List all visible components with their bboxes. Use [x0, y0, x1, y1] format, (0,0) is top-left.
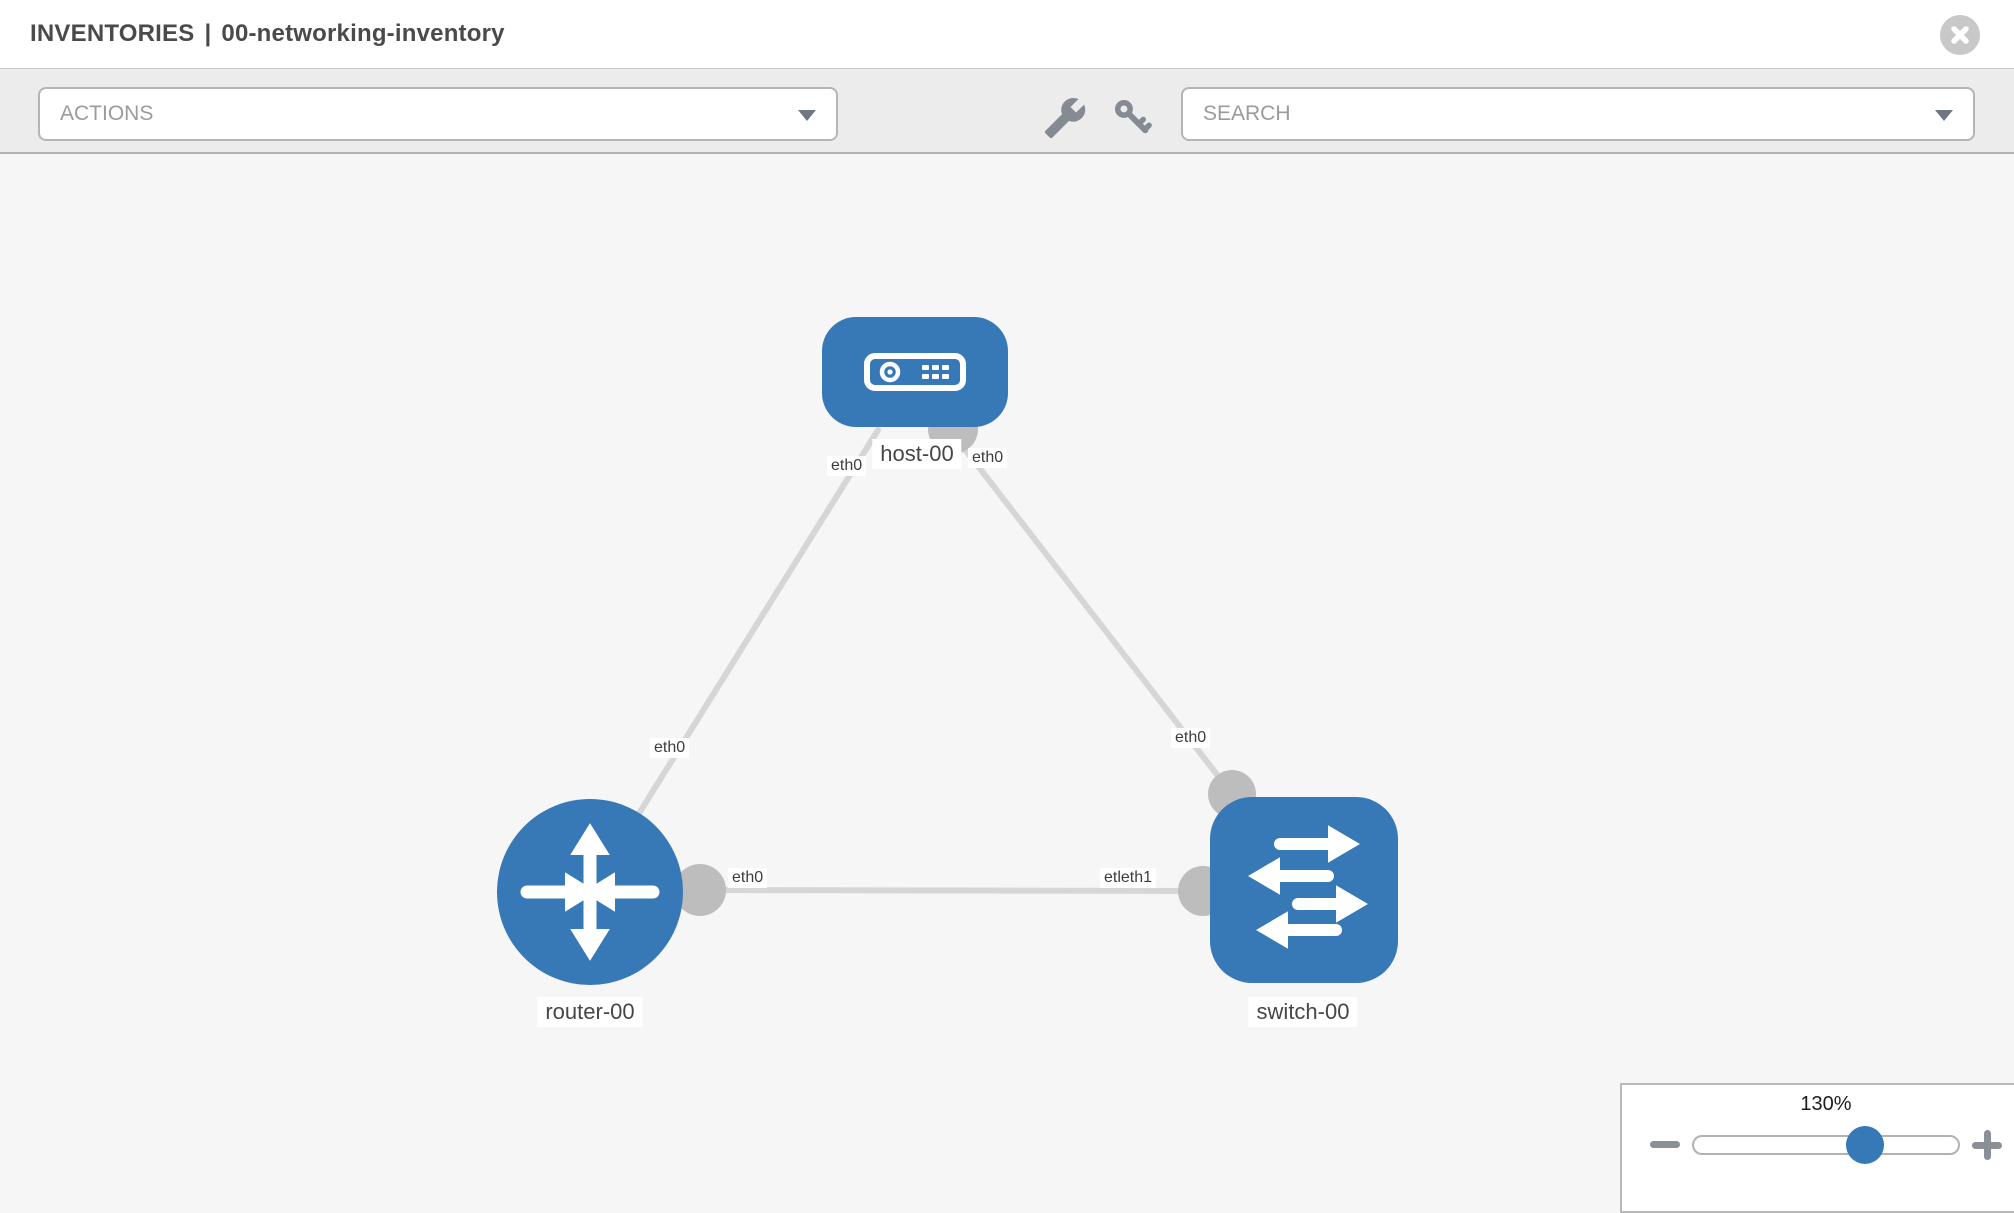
page-header: INVENTORIES | 00-networking-inventory [0, 0, 2014, 68]
close-button[interactable] [1940, 15, 1980, 55]
key-icon[interactable] [1111, 96, 1155, 140]
actions-dropdown[interactable]: ACTIONS [38, 87, 838, 141]
node-switch-00[interactable] [1210, 797, 1398, 983]
switch-arrows-icon [1248, 825, 1368, 949]
close-icon [1951, 26, 1969, 44]
node-label-router: router-00 [537, 997, 643, 1027]
zoom-slider-thumb[interactable] [1846, 1126, 1884, 1164]
server-icon [864, 353, 966, 391]
inventory-name: 00-networking-inventory [221, 20, 505, 47]
minus-icon[interactable] [1650, 1141, 1680, 1148]
search-dropdown-label: SEARCH [1203, 102, 1291, 125]
node-host-00[interactable] [822, 317, 1008, 427]
interface-label: eth0 [1171, 728, 1211, 748]
chevron-down-icon [798, 110, 816, 121]
interface-label: eth0 [650, 738, 690, 758]
breadcrumb-section: INVENTORIES [30, 20, 195, 47]
node-label-host: host-00 [872, 439, 962, 469]
plus-icon[interactable] [1970, 1128, 2004, 1162]
zoom-control-panel: 130% [1620, 1083, 2014, 1213]
breadcrumb-separator: | [204, 20, 212, 47]
interface-label: eth0 [728, 868, 768, 888]
node-label-switch: switch-00 [1248, 997, 1358, 1027]
page-title: INVENTORIES | 00-networking-inventory [30, 0, 505, 68]
router-arrows-icon [520, 823, 660, 961]
toolbar: ACTIONS SEARCH [0, 68, 2014, 154]
node-router-00[interactable] [497, 799, 683, 985]
zoom-slider-track[interactable] [1692, 1135, 1960, 1155]
actions-dropdown-label: ACTIONS [60, 102, 154, 125]
link-router-switch [697, 887, 1206, 894]
search-dropdown[interactable]: SEARCH [1181, 87, 1975, 141]
chevron-down-icon [1935, 110, 1953, 121]
interface-label: eth0 [827, 456, 867, 476]
wrench-icon[interactable] [1043, 96, 1087, 140]
interface-label: eth0 [968, 448, 1008, 468]
zoom-level-label: 130% [1800, 1093, 1852, 1115]
interface-label: etleth1 [1100, 868, 1157, 888]
